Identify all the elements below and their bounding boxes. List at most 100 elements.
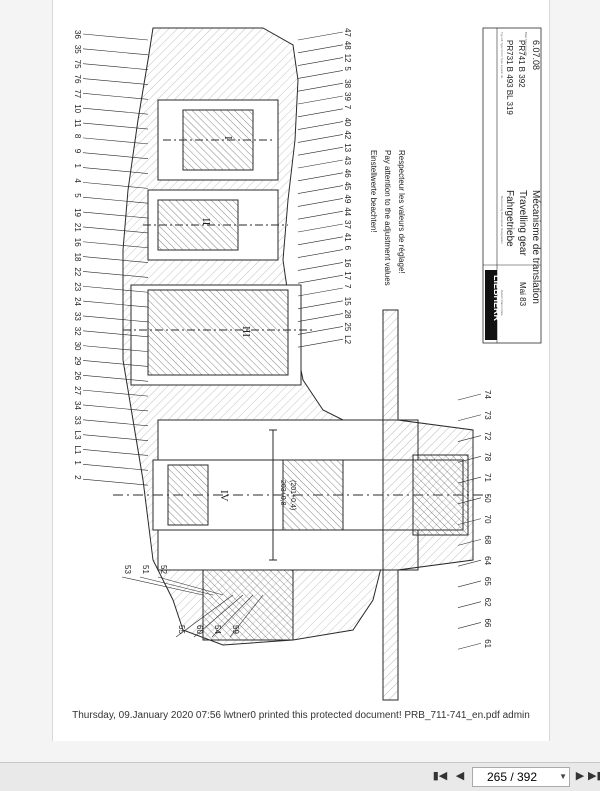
last-page-icon[interactable]: ▶▮ [588, 769, 600, 782]
callout-top-20: 7 [343, 284, 352, 289]
note-en: Pay attention to the adjustment values [383, 150, 392, 286]
next-page-icon[interactable]: ▶ [575, 769, 585, 782]
chevron-down-icon[interactable]: ▼ [559, 772, 567, 781]
leader-left-4 [82, 93, 149, 100]
callout-top-17: 6 [343, 246, 352, 251]
callout-left-1: 35 [73, 45, 82, 54]
callout-top-2: 12 [343, 54, 352, 63]
leader-left-26 [82, 419, 149, 427]
callout-top-21: 15 [343, 297, 352, 306]
callout-left-7: 8 [73, 134, 82, 139]
leader-top-24 [297, 338, 344, 348]
callout-left-8: 9 [73, 149, 82, 154]
leader-left-23 [82, 374, 149, 382]
callout-left-3: 76 [73, 75, 82, 84]
callout-top-14: 44 [343, 207, 352, 216]
callout-left-5: 10 [73, 104, 82, 113]
callout-top-24: L2 [343, 335, 352, 344]
callout-right-12: 61 [483, 639, 492, 648]
callout-top-15: 37 [343, 220, 352, 229]
leader-left-29 [82, 464, 149, 471]
leader-top-21 [297, 300, 344, 310]
callout-left-13: 21 [73, 223, 82, 232]
leader-left-27 [82, 434, 149, 441]
page-number-input[interactable] [473, 768, 551, 786]
leader-left-9 [82, 167, 149, 174]
callout-top-16: 41 [343, 233, 352, 242]
leader-right-0 [457, 393, 482, 401]
shaft-label-I: I [222, 136, 234, 140]
model-1: PR731 B 493 BL 319 [505, 40, 514, 115]
leader-left-1 [82, 48, 149, 56]
leader-top-0 [297, 31, 344, 41]
callout-left-10: 4 [73, 178, 82, 183]
leader-right-5 [457, 497, 482, 505]
leader-left-16 [82, 271, 149, 278]
leader-top-22 [297, 313, 344, 322]
callout-right-8: 64 [483, 556, 492, 565]
leader-right-6 [457, 518, 482, 525]
shaft-label-II: II [200, 218, 212, 226]
leader-top-17 [297, 249, 344, 258]
leader-top-6 [297, 108, 344, 118]
leader-left-25 [82, 404, 149, 412]
callout-top-1: 48 [343, 41, 352, 50]
title-de: Fahrgetriebe [504, 190, 515, 247]
leader-right-1 [457, 414, 482, 422]
leader-left-2 [82, 63, 149, 70]
callout-left-15: 18 [73, 253, 82, 262]
dimension-label: 203+0,8 [279, 480, 286, 506]
leader-bottom-2 [157, 576, 224, 596]
prev-page-icon[interactable]: ◀ [455, 769, 465, 782]
callout-top-4: 38 [343, 79, 352, 88]
first-page-icon[interactable]: ▮◀ [432, 769, 448, 782]
callout-left-11: 5 [73, 193, 82, 198]
leader-left-11 [82, 196, 149, 204]
callout-left-24: 27 [73, 386, 82, 395]
leader-top-11 [297, 172, 344, 182]
title-block: LIEBHERR Fahrgetriebe Travelling gear Mé… [482, 27, 542, 344]
leader-top-15 [297, 223, 344, 233]
leader-top-20 [297, 287, 344, 297]
leader-right-12 [457, 642, 482, 650]
leader-left-15 [82, 256, 149, 263]
travelling-gear-drawing: I II III IV 203+0,8 (201+0,4) 3635757677… [73, 27, 542, 701]
leader-left-0 [82, 33, 149, 41]
callout-top-9: 13 [343, 143, 352, 152]
leader-left-20 [82, 330, 149, 338]
callout-left-9: 1 [73, 164, 82, 169]
callout-top-3: 5 [343, 66, 352, 71]
leader-left-30 [82, 478, 149, 486]
page-selector[interactable]: ▼ [472, 767, 570, 787]
leader-left-18 [82, 300, 149, 308]
leader-top-10 [297, 159, 344, 169]
callout-bottom-3: 55 [177, 625, 186, 634]
callout-right-11: 66 [483, 618, 492, 627]
title-en: Travelling gear [517, 190, 528, 256]
note-fr: Respecteur les valeurs de réglage! [397, 150, 406, 274]
callout-left-30: 2 [73, 475, 82, 480]
callout-left-22: 29 [73, 356, 82, 365]
leader-top-4 [297, 82, 344, 92]
leader-right-10 [457, 601, 482, 608]
leader-left-6 [82, 122, 149, 130]
callout-right-2: 72 [483, 432, 492, 441]
callout-right-10: 62 [483, 598, 492, 607]
callout-left-27: L3 [73, 431, 82, 440]
callout-top-22: 28 [343, 310, 352, 319]
shaft-label-IV: IV [218, 490, 230, 502]
leader-bottom-3 [175, 594, 234, 638]
callout-left-23: 26 [73, 371, 82, 380]
print-notice: Thursday, 09.January 2020 07:56 lwtner0 … [72, 710, 530, 721]
callout-bottom-4: 60 [195, 625, 204, 634]
callout-left-14: 16 [73, 238, 82, 247]
leader-left-22 [82, 360, 149, 367]
leader-left-3 [82, 78, 149, 85]
leader-top-2 [297, 57, 344, 66]
callout-top-7: 40 [343, 118, 352, 127]
callout-top-23: 25 [343, 322, 352, 331]
callout-left-21: 30 [73, 342, 82, 351]
callout-bottom-1: 51 [141, 565, 150, 574]
leader-bottom-1 [139, 576, 214, 596]
callout-bottom-2: 52 [159, 565, 168, 574]
